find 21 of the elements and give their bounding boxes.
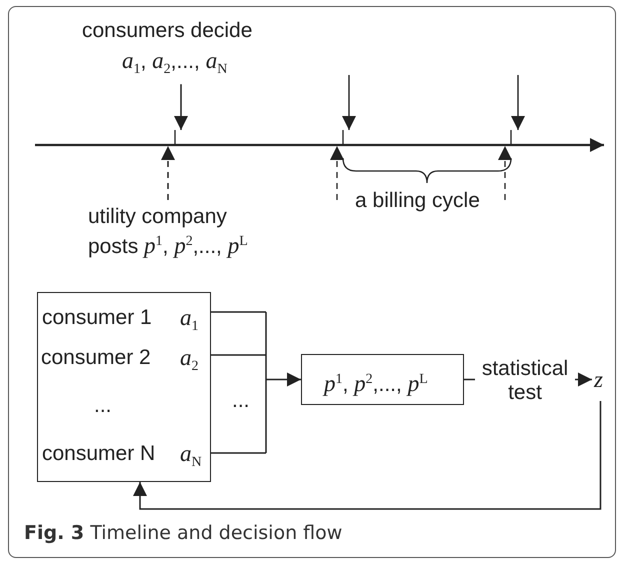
dashed-arrow [161, 146, 175, 200]
process-box [301, 354, 464, 405]
bracket-label: a billing cycle [355, 188, 480, 213]
price-list: p$^{1}$, p$^{2}$,..., p$^{L}$ [324, 367, 428, 397]
ellipsis: ... [94, 393, 112, 418]
figure-caption: Fig. 3 Timeline and decision flow [24, 521, 342, 546]
variable-label: a$_{1}$ [180, 305, 198, 336]
consumer-label: consumer 2 [41, 345, 151, 370]
consumer-label: consumer 1 [42, 305, 152, 330]
variable-label: a$_{2}$ [180, 345, 198, 376]
event-label: utility company posts p$^{1}$, p$^{2}$,..., p$^{L}$ [88, 204, 249, 259]
variable-list: a$_{1}$, a$_{2}$,..., a$_{N}$ [122, 48, 228, 82]
ellipsis: ... [232, 388, 250, 413]
consumer-box [37, 292, 211, 482]
arrow [174, 84, 188, 130]
arrow [210, 311, 302, 454]
output-variable: z [594, 367, 603, 393]
variable-label: a$_{N}$ [180, 441, 202, 472]
consumer-label: consumer N [42, 441, 156, 466]
arrow [133, 401, 602, 510]
action-label: consumers decide [82, 18, 252, 43]
